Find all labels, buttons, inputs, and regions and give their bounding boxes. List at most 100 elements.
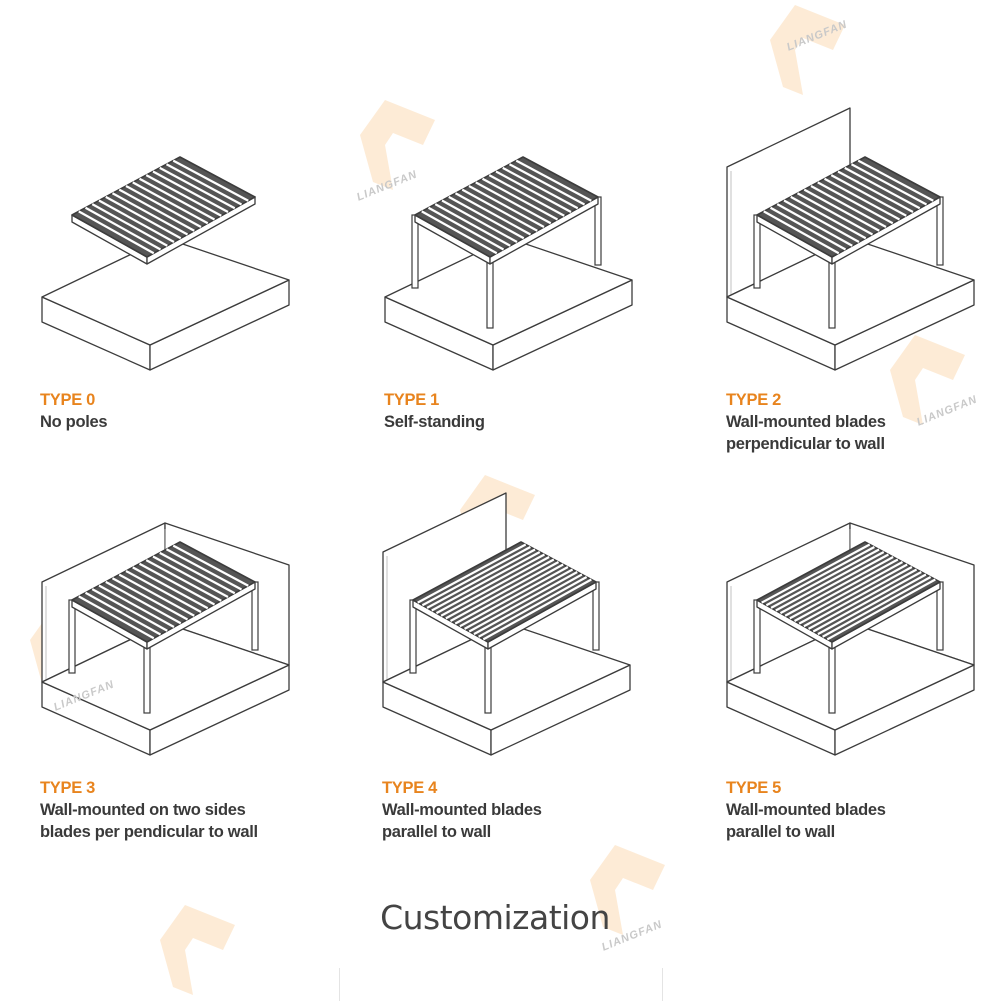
blade xyxy=(132,181,209,225)
blade xyxy=(84,591,162,636)
blade xyxy=(105,195,182,240)
blade xyxy=(172,544,249,587)
section-title: Customization xyxy=(380,898,610,937)
blade xyxy=(159,551,236,595)
slab-top xyxy=(41,622,290,731)
blade xyxy=(435,553,545,615)
slab-top xyxy=(726,237,975,346)
blade xyxy=(464,568,574,630)
type-title: TYPE 2 xyxy=(726,391,782,409)
blade xyxy=(426,548,536,609)
blade xyxy=(448,195,525,240)
blade xyxy=(798,563,908,625)
blade xyxy=(417,543,527,604)
blade xyxy=(502,166,579,210)
slab-top xyxy=(382,622,631,731)
blade xyxy=(454,563,564,625)
blade xyxy=(488,174,565,217)
type-title: TYPE 1 xyxy=(384,391,440,409)
watermark-logo-icon xyxy=(360,100,435,190)
blade xyxy=(830,174,907,217)
divider xyxy=(662,968,663,1001)
blade xyxy=(138,177,216,221)
blade xyxy=(461,188,538,232)
blade xyxy=(495,170,572,213)
blade xyxy=(421,546,531,607)
blade xyxy=(803,188,880,232)
blade xyxy=(111,192,189,236)
blade xyxy=(441,199,518,243)
blade xyxy=(118,188,195,232)
type-title: TYPE 4 xyxy=(382,779,438,797)
blade xyxy=(826,578,936,641)
blade xyxy=(765,546,875,607)
slab-top xyxy=(384,237,633,346)
blade xyxy=(152,555,229,598)
blade xyxy=(78,210,155,255)
blade xyxy=(165,163,243,206)
blade xyxy=(769,206,847,251)
pole xyxy=(753,214,761,289)
blade xyxy=(449,561,560,622)
blade xyxy=(427,206,505,251)
blade xyxy=(817,181,894,225)
blade xyxy=(844,166,921,210)
divider xyxy=(339,968,340,1001)
blade xyxy=(803,566,913,628)
blade xyxy=(91,203,168,247)
pole xyxy=(828,641,836,714)
pole xyxy=(936,196,944,266)
blade xyxy=(468,185,545,228)
pole xyxy=(828,256,836,329)
blade xyxy=(793,561,904,622)
blade xyxy=(98,584,175,628)
blade xyxy=(817,573,927,636)
blade xyxy=(105,580,182,625)
blade xyxy=(515,159,592,202)
pole xyxy=(484,641,492,714)
pole xyxy=(486,256,494,329)
blade xyxy=(783,199,860,243)
pole xyxy=(68,599,76,674)
pole xyxy=(251,581,259,651)
type-description: No poles xyxy=(40,413,108,431)
blade xyxy=(481,177,559,221)
blade xyxy=(454,192,532,236)
blade xyxy=(78,595,155,640)
watermark-logo-icon xyxy=(590,845,665,935)
type-description: Wall-mounted blades perpendicular to wal… xyxy=(726,413,886,453)
watermark-logo-icon xyxy=(770,5,845,95)
pole xyxy=(753,599,761,674)
blade xyxy=(145,174,222,217)
type-title: TYPE 0 xyxy=(40,391,96,409)
blade xyxy=(159,166,236,210)
type-description: Self-standing xyxy=(384,413,485,431)
blade xyxy=(784,556,894,617)
blade xyxy=(468,571,578,633)
blade xyxy=(165,548,243,591)
blade xyxy=(475,181,552,225)
type-title: TYPE 3 xyxy=(40,779,96,797)
blade xyxy=(98,199,175,243)
blade xyxy=(440,556,550,617)
type-4-label: TYPE 4 Wall-mounted blades parallel to w… xyxy=(382,777,542,843)
type-title: TYPE 5 xyxy=(726,779,782,797)
type-description: Wall-mounted blades parallel to wall xyxy=(382,801,542,841)
type-3-label: TYPE 3 Wall-mounted on two sides blades … xyxy=(40,777,258,843)
blade xyxy=(172,159,249,202)
watermark-logo-icon xyxy=(160,905,235,995)
blade xyxy=(434,203,511,247)
blade xyxy=(808,568,918,630)
blade xyxy=(138,562,216,606)
blade xyxy=(421,210,498,255)
blade xyxy=(761,543,871,604)
blade xyxy=(775,551,885,612)
blade xyxy=(857,159,934,202)
blade xyxy=(776,203,853,247)
pole xyxy=(411,214,419,289)
blade xyxy=(789,558,899,620)
type-5-label: TYPE 5 Wall-mounted blades parallel to w… xyxy=(726,777,886,843)
blade xyxy=(770,548,880,609)
blade xyxy=(91,588,168,632)
blade xyxy=(473,573,583,636)
